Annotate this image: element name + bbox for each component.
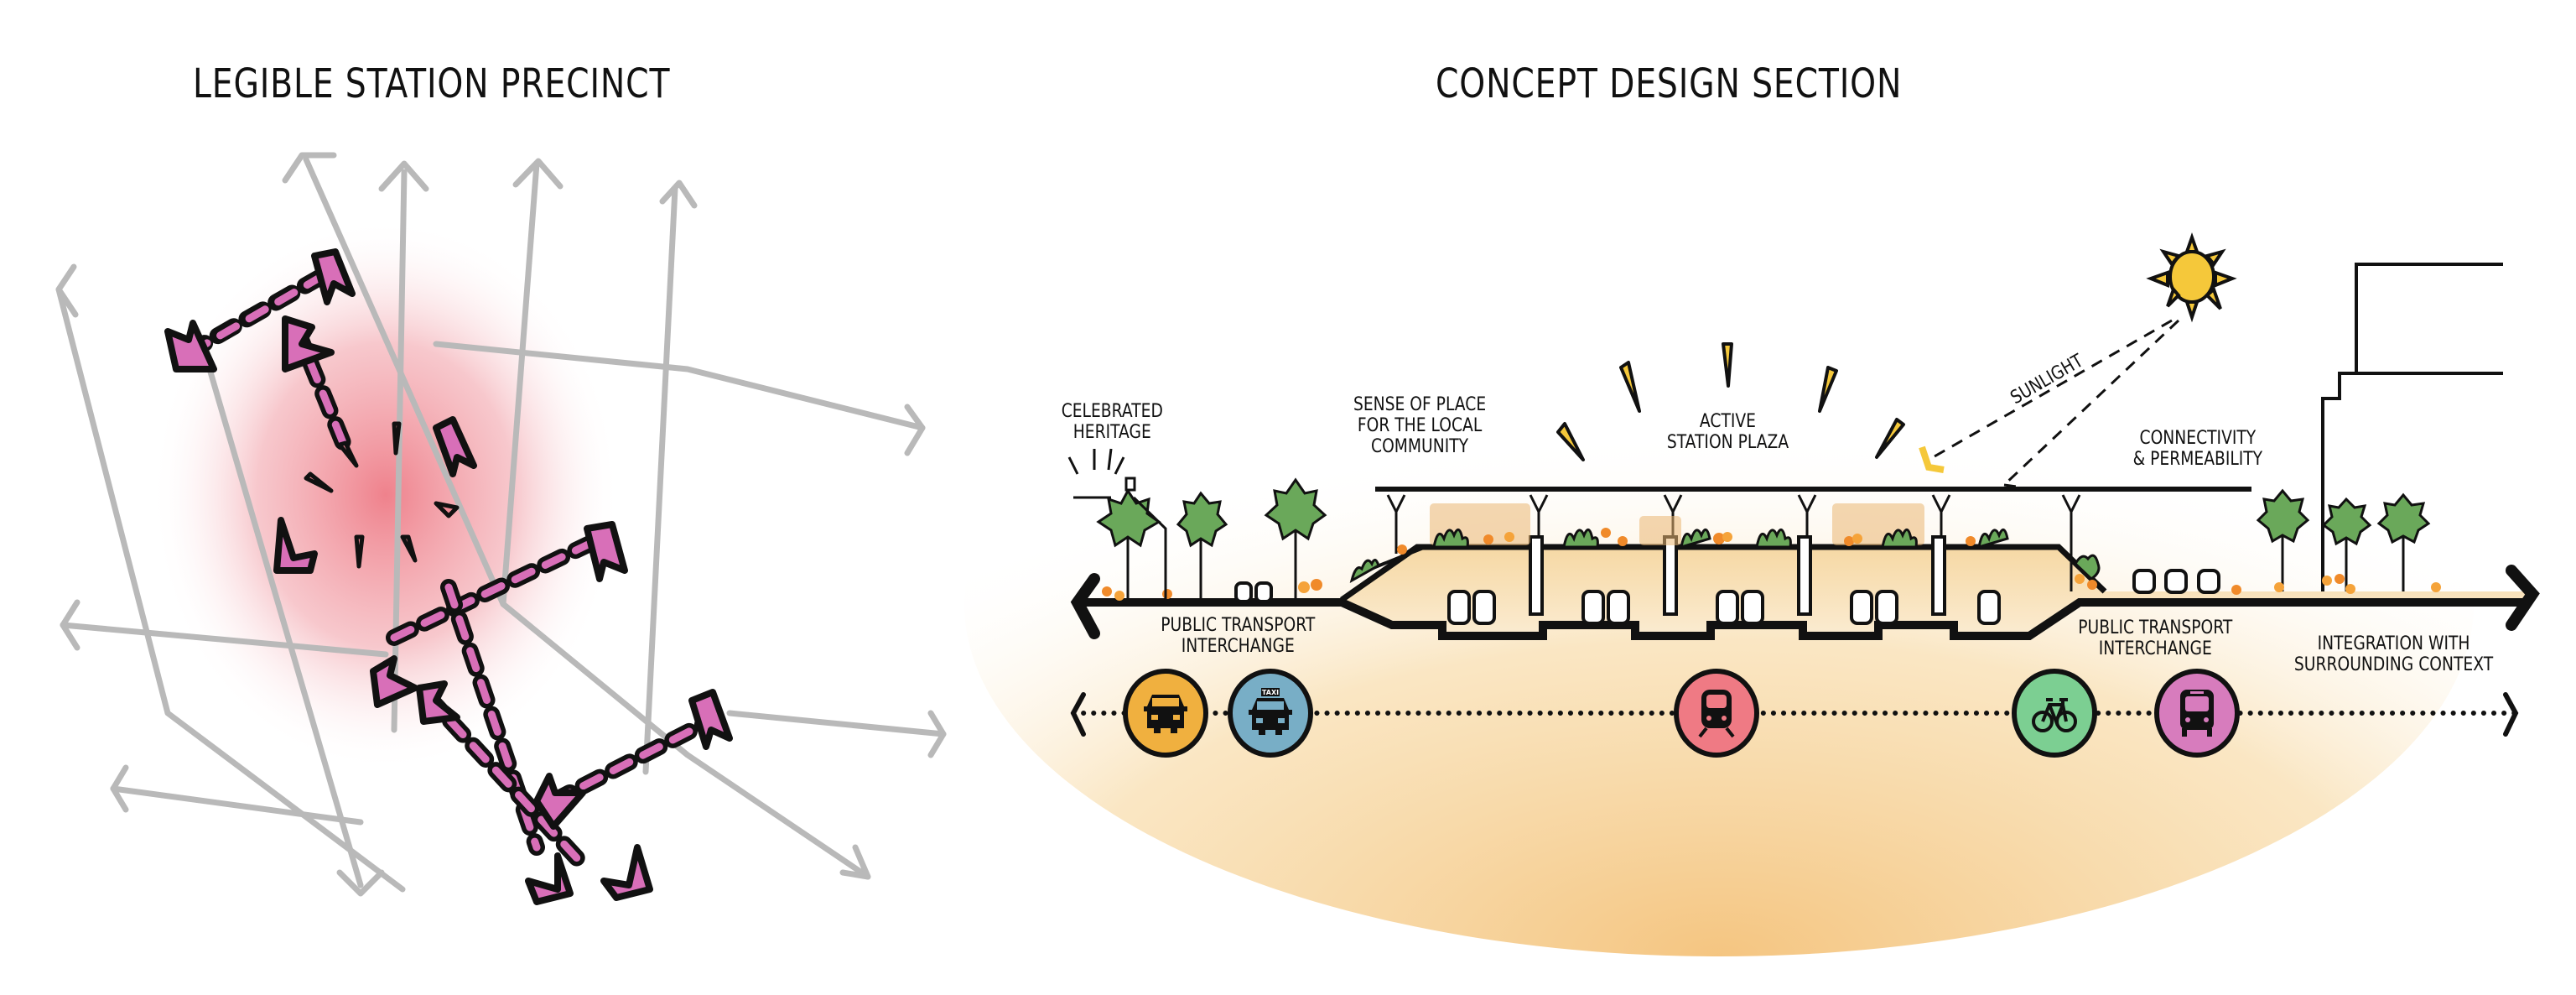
label-line: & PERMEABILITY [2132,449,2263,470]
arrowhead [164,320,217,372]
arrowhead [370,655,418,708]
vehicle [1581,590,1605,625]
vehicle [1875,590,1898,625]
vehicle [1741,590,1764,625]
vehicle [1447,590,1471,625]
vehicle [1850,590,1873,625]
context-buildings [2321,263,2503,591]
vehicles [1234,569,2220,625]
arrowhead [533,773,586,830]
precinct-burst [304,421,460,569]
arrowhead [433,416,477,477]
label-line: STATION PLAZA [1666,432,1789,453]
label-line: PUBLIC TRANSPORT [2078,617,2233,638]
arrowhead [273,517,318,574]
label-line: PUBLIC TRANSPORT [1161,615,1316,636]
sunlight-rays [1928,319,2180,488]
svg-text:TAXI: TAXI [1262,689,1279,696]
label-sense-of-place: SENSE OF PLACE FOR THE LOCAL COMMUNITY [1353,394,1486,457]
precinct-glow [151,218,621,772]
arrowhead [600,844,653,901]
car-glyph [1144,695,1187,733]
vehicle [2164,569,2188,594]
label-line: INTEGRATION WITH [2317,633,2470,654]
bicycle-icon [2012,669,2097,758]
taxi-icon: TAXI [1228,669,1313,758]
arrowhead [311,248,356,305]
bus-icon [2154,669,2240,758]
vehicle [1716,590,1739,625]
label-line: ACTIVE [1699,411,1757,432]
label-line: CONNECTIVITY [2139,428,2257,449]
label-line: HERITAGE [1072,422,1151,443]
shrubs [1349,529,2101,584]
car-icon [1123,669,1208,758]
vehicle [1234,581,1253,603]
label-line: INTERCHANGE [1181,636,1295,657]
tree [2321,497,2372,591]
arrowhead [688,689,733,750]
label-line: INTERCHANGE [2098,638,2212,659]
vehicle [1472,590,1496,625]
vehicle [2132,569,2156,594]
left-panel-title: LEGIBLE STATION PRECINCT [193,60,671,107]
plaza-columns [1529,535,1946,616]
heritage-marker [1067,448,1167,600]
arrowhead [584,521,628,582]
trees [1096,477,2431,600]
right-panel-title: CONCEPT DESIGN SECTION [1436,60,1903,107]
timeline-left-arrow [1070,692,1086,737]
arrowhead [416,680,460,725]
label-interchange-right: PUBLIC TRANSPORT INTERCHANGE [2078,617,2232,659]
vehicle [1977,590,2001,625]
label-active-station-plaza: ACTIVE STATION PLAZA [1667,411,1789,453]
bus-glyph [2180,690,2214,737]
timeline-right-arrow [2503,692,2519,737]
arrowhead [282,315,335,372]
train-glyph [1698,690,1735,738]
sun-icon [2146,232,2237,323]
taxi-glyph: TAXI [1249,688,1292,735]
street-network [55,152,947,897]
label-line: FOR THE LOCAL [1357,415,1483,436]
vehicle [2197,569,2220,594]
flowers [1102,528,2441,601]
plaza-rays [1556,342,1905,461]
transport-timeline [1070,692,2519,737]
section-left-arrow [1070,573,1100,639]
label-line: SURROUNDING CONTEXT [2293,654,2494,675]
vehicle [1607,590,1630,625]
label-celebrated-heritage: CELEBRATED HERITAGE [1062,401,1163,443]
label-line: SENSE OF PLACE [1353,394,1487,415]
tree [1264,477,1327,600]
sunlight-arrowhead [1919,445,1945,473]
section-right-arrow [2506,565,2540,631]
bicycle-glyph [2032,698,2077,732]
vehicle [1254,581,1273,603]
tree [2376,492,2431,591]
arrowhead [525,852,574,905]
train-icon [1674,669,1759,758]
tree [1176,491,1228,600]
tree [1096,488,1161,600]
canopy-supports [1386,494,2081,591]
tree [2256,488,2310,591]
label-line: CELEBRATED [1061,401,1163,422]
label-interchange-left: PUBLIC TRANSPORT INTERCHANGE [1161,615,1315,657]
route-arrowheads [164,248,733,905]
label-line: COMMUNITY [1371,436,1469,457]
label-integration: INTEGRATION WITH SURROUNDING CONTEXT [2294,633,2493,675]
label-connectivity: CONNECTIVITY & PERMEABILITY [2133,428,2262,470]
